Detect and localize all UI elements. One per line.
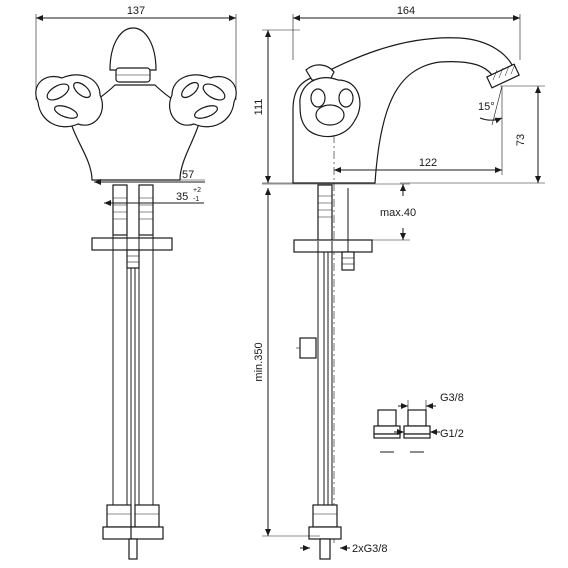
hole-diameter-label: 57 — [182, 169, 194, 181]
spout-aerator — [486, 63, 520, 89]
spout-height-label: 73 — [515, 134, 527, 146]
left-handle — [35, 74, 103, 128]
height-label: 111 — [253, 99, 265, 116]
shank-tol-lower: -1 — [193, 196, 199, 203]
hoses-side — [317, 241, 333, 505]
max-thickness-label: max.40 — [380, 207, 416, 219]
side-width-label: 164 — [397, 5, 415, 17]
adapters-detail: G3/8 G1/2 — [373, 392, 464, 453]
hose-clip — [299, 337, 317, 359]
connector-side — [308, 504, 342, 560]
mounting-plate-side — [293, 239, 373, 253]
front-view: 137 57 — [35, 5, 237, 560]
shank-spacing-label: 35 — [176, 191, 188, 203]
side-handle — [299, 64, 361, 138]
min-hose-length-label: min.350 — [253, 342, 265, 381]
shank-tol-upper: +2 — [193, 187, 201, 194]
connector-thread-label: 2xG3/8 — [352, 543, 387, 555]
side-view: 164 111 15° 73 122 — [253, 5, 545, 560]
right-handle — [169, 74, 237, 128]
hoses-front — [112, 235, 154, 505]
front-width-label: 137 — [127, 5, 145, 17]
mounting-plate-front — [91, 237, 173, 251]
adapter-thread-b-label: G1/2 — [440, 428, 464, 440]
connectors-front — [102, 504, 164, 560]
front-dome — [109, 27, 157, 71]
angle-label: 15° — [478, 101, 495, 113]
spout-reach-label: 122 — [419, 157, 437, 169]
adapter-thread-a-label: G3/8 — [440, 392, 464, 404]
